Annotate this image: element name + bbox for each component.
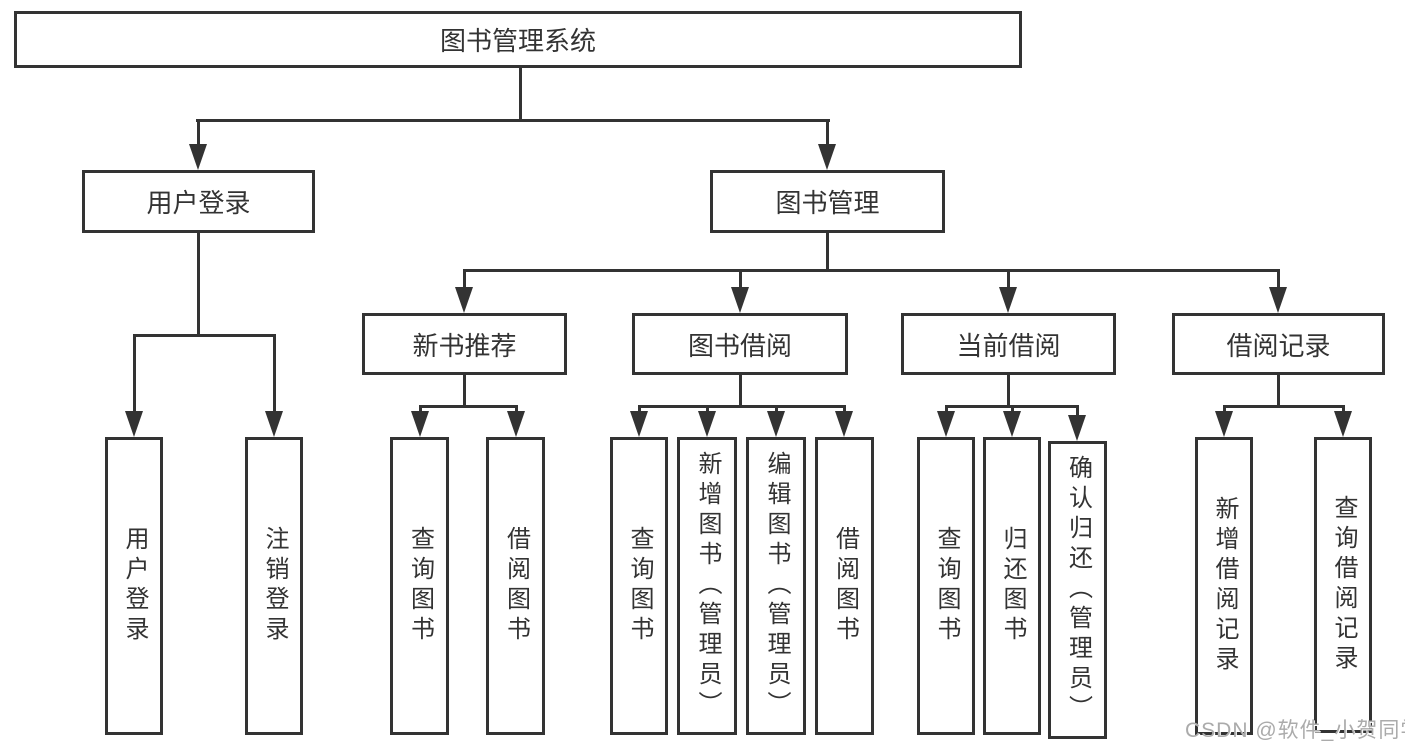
connector-g4-v3 (1075, 405, 1079, 417)
connector-book-borrow-stub (738, 373, 742, 408)
node-new-book-recommend: 新书推荐 (362, 313, 567, 375)
arrowhead-g5-1 (1215, 411, 1233, 437)
node-label: 借阅记录 (1226, 330, 1331, 361)
leaf-return-books: 归还图书 (983, 437, 1041, 735)
connector-borrow-record-stub (1276, 373, 1280, 408)
connector-g1-v1 (132, 334, 136, 416)
connector-g3-v4 (842, 405, 846, 414)
arrowhead-new-book (455, 287, 473, 313)
leaf-user-login: 用户登录 (105, 437, 163, 735)
leaf-query-books-current: 查询图书 (917, 437, 975, 735)
arrowhead-g3-2 (698, 411, 716, 437)
node-label: 用户登录 (146, 188, 251, 218)
connector-g3-v3 (774, 405, 778, 414)
leaf-add-borrow-record: 新增借阅记录 (1195, 437, 1253, 735)
arrowhead-g4-1 (937, 411, 955, 437)
node-label: 借阅图书 (502, 526, 530, 646)
csdn-watermark: CSDN @软件_小贺同学 (1185, 719, 1405, 742)
arrowhead-g1-1 (125, 411, 143, 437)
node-book-borrowing: 图书借阅 (632, 313, 848, 375)
arrowhead-borrow-record (1269, 287, 1287, 313)
node-label: 当前借阅 (956, 330, 1061, 361)
node-label: 用户登录 (121, 526, 148, 646)
node-label: 查询图书 (626, 526, 653, 646)
node-label: 编辑图书（管理员） (763, 451, 790, 721)
connector-new-book-stub (462, 373, 466, 408)
node-label: 确认归还（管理员） (1064, 455, 1092, 725)
arrowhead-book-borrow (731, 287, 749, 313)
arrowhead-g5-2 (1334, 411, 1352, 437)
node-label: 新增借阅记录 (1211, 496, 1238, 676)
leaf-edit-books-admin: 编辑图书（管理员） (746, 437, 806, 735)
connector-book-mgmt-stub (825, 232, 829, 272)
node-current-borrowing: 当前借阅 (901, 313, 1116, 375)
connector-g3-v2 (705, 405, 709, 414)
connector-to-user-login (196, 119, 200, 149)
connector-group3-hline (637, 405, 846, 408)
node-label: 图书借阅 (687, 330, 792, 361)
connector-g5-v2 (1341, 405, 1345, 414)
connector-to-current-borrow (1006, 269, 1010, 291)
connector-to-book-mgmt (825, 119, 829, 149)
connector-group1-hline (132, 334, 276, 337)
connector-user-login-stub (196, 232, 200, 337)
arrowhead-g3-1 (630, 411, 648, 437)
connector-group2-hline (418, 405, 518, 408)
leaf-query-borrow-record: 查询借阅记录 (1314, 437, 1372, 733)
node-label: 注销登录 (261, 526, 288, 646)
arrowhead-g4-2 (1003, 411, 1021, 437)
node-borrow-records: 借阅记录 (1172, 313, 1385, 375)
leaf-borrow-books: 借阅图书 (815, 437, 874, 735)
arrowhead-g2-2 (507, 411, 525, 437)
node-label: 新增图书（管理员） (694, 451, 721, 721)
arrowhead-g2-1 (411, 411, 429, 437)
connector-g2-v1 (418, 405, 422, 414)
connector-to-book-borrow (738, 269, 742, 291)
node-label: 新书推荐 (412, 330, 517, 361)
connector-g3-v1 (637, 405, 641, 414)
connector-g2-v2 (514, 405, 518, 414)
node-label: 归还图书 (999, 526, 1026, 646)
connector-g4-v2 (1010, 405, 1014, 414)
arrowhead-user-login (189, 144, 207, 170)
node-book-management: 图书管理 (710, 170, 945, 233)
arrowhead-book-mgmt (818, 144, 836, 170)
arrowhead-g4-3 (1068, 415, 1086, 441)
connector-group5-hline (1222, 405, 1345, 408)
connector-root-stub (519, 67, 522, 121)
node-label: 借阅图书 (831, 526, 859, 646)
leaf-confirm-return-admin: 确认归还（管理员） (1048, 441, 1107, 739)
connector-level3-hline (462, 269, 1280, 272)
node-label: 图书管理系统 (439, 26, 596, 56)
node-label: 查询图书 (933, 526, 960, 646)
node-label: 查询借阅记录 (1330, 495, 1357, 675)
node-label: 图书管理 (775, 188, 880, 218)
connector-current-borrow-stub (1006, 373, 1010, 408)
leaf-query-books-recommend: 查询图书 (390, 437, 449, 735)
connector-to-new-book (462, 269, 466, 291)
connector-level2-hline (196, 119, 830, 122)
connector-to-borrow-record (1276, 269, 1280, 291)
connector-g5-v1 (1222, 405, 1226, 414)
leaf-borrow-books-recommend: 借阅图书 (486, 437, 545, 735)
connector-g4-v1 (944, 405, 948, 414)
node-user-login: 用户登录 (82, 170, 315, 233)
arrowhead-g3-3 (767, 411, 785, 437)
node-label: 查询图书 (406, 526, 434, 646)
leaf-add-books-admin: 新增图书（管理员） (677, 437, 737, 735)
arrowhead-g3-4 (835, 411, 853, 437)
arrowhead-current-borrow (999, 287, 1017, 313)
node-root: 图书管理系统 (14, 11, 1022, 68)
connector-g1-v2 (272, 334, 276, 416)
leaf-query-books-borrow: 查询图书 (610, 437, 668, 735)
arrowhead-g1-2 (265, 411, 283, 437)
leaf-logout: 注销登录 (245, 437, 303, 735)
